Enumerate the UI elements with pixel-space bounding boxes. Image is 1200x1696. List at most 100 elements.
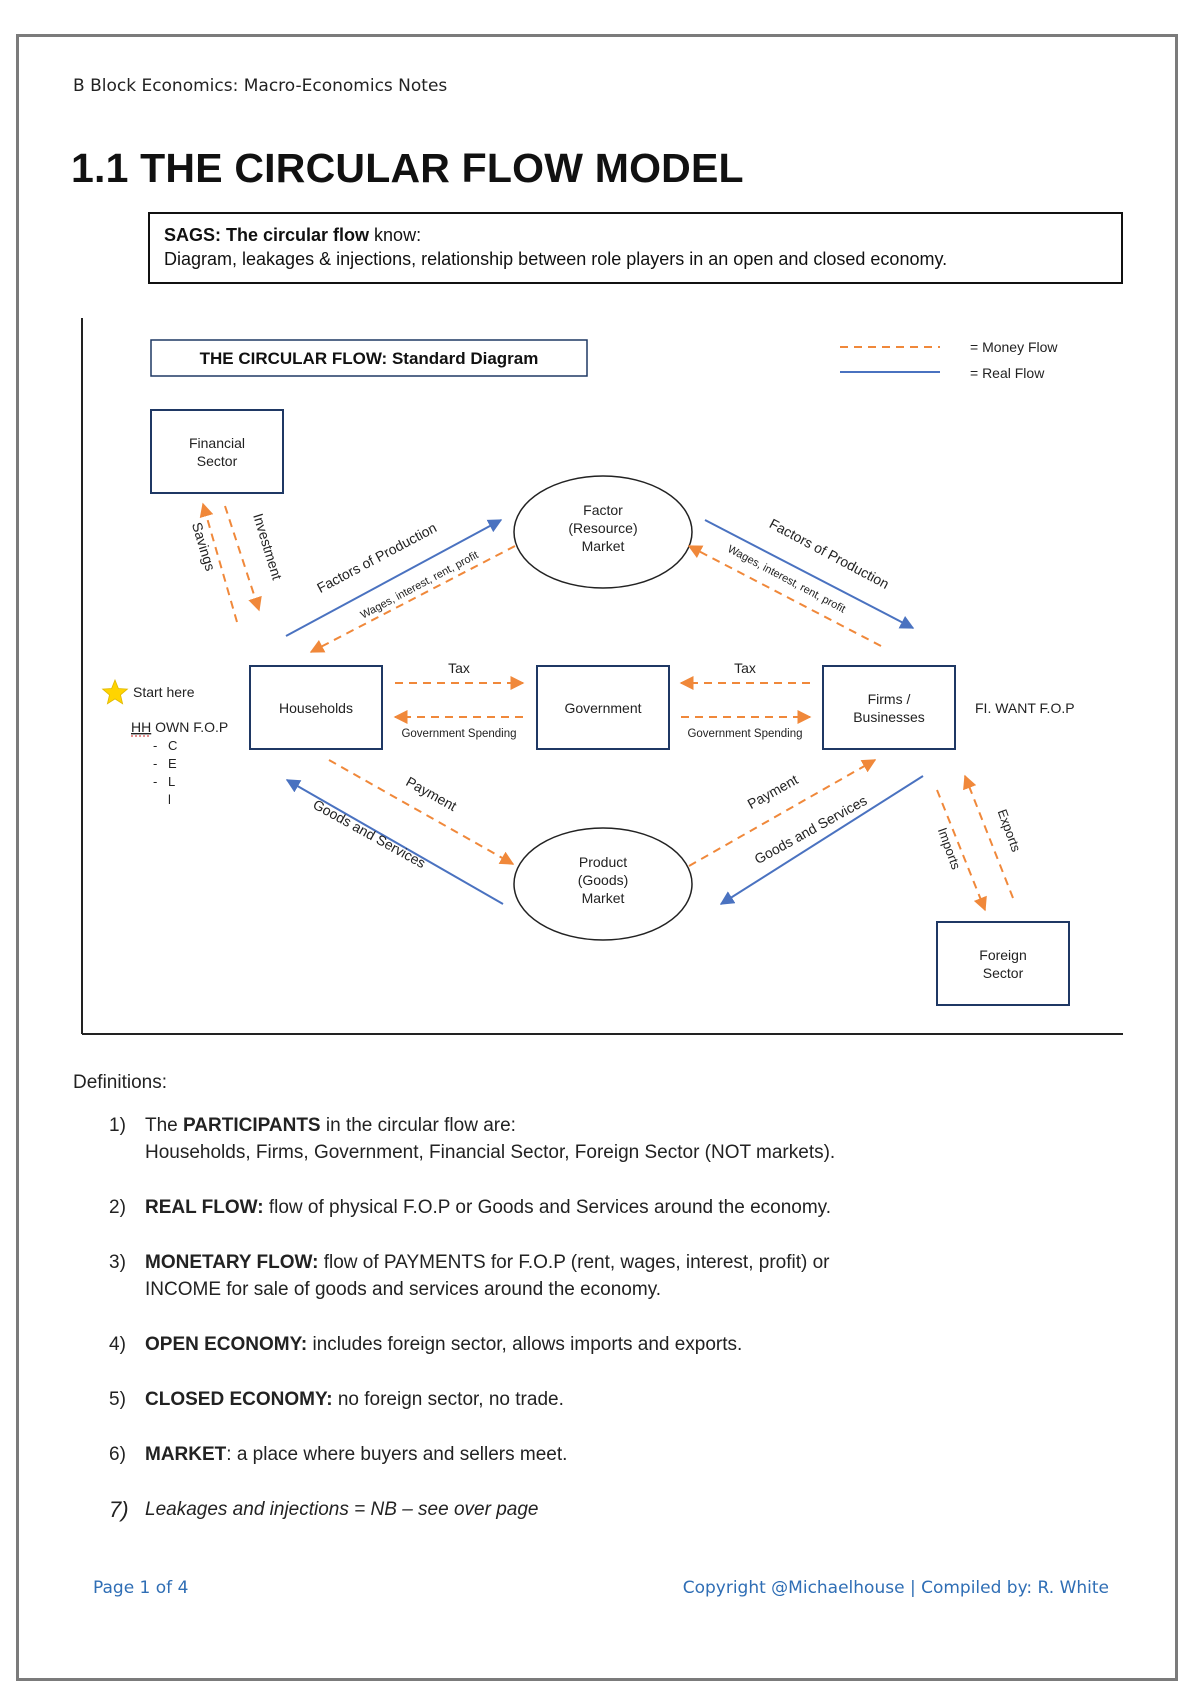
page-title: 1.1 THE CIRCULAR FLOW MODEL [71,145,744,191]
government-label: Government [564,700,641,716]
diagram-title: THE CIRCULAR FLOW: Standard Diagram [200,349,539,368]
definition-term: MARKET [145,1444,227,1465]
hh-abbrev: HH [131,719,151,735]
sags-line-2: Diagram, leakages & injections, relation… [164,249,948,269]
sags-know: know: [369,225,422,245]
definition-text: no foreign sector, no trade. [332,1389,564,1410]
definition-item: 6) MARKET: a place where buyers and sell… [73,1441,1123,1468]
start-here-label: Start here [133,684,195,700]
goods-right-label: Goods and Services [752,792,870,867]
payment-right-label: Payment [745,771,801,812]
savings-arrow [199,502,238,623]
star-icon [101,678,129,705]
goods-left-label: Goods and Services [310,796,428,871]
definitions-list: 1) The PARTICIPANTS in the circular flow… [73,1112,1123,1523]
households-label: Households [279,700,353,716]
definition-text: includes foreign sector, allows imports … [307,1334,743,1355]
legend-money-label: = Money Flow [970,339,1058,355]
definition-number: 1) [109,1115,126,1136]
product-market-label-1: Product [579,854,627,870]
payment-left-label: Payment [403,773,459,814]
exports-label: Exports [995,807,1024,854]
circular-flow-diagram: THE CIRCULAR FLOW: Standard Diagram = Mo… [81,318,1123,1035]
definition-text-line2: Households, Firms, Government, Financial… [145,1142,836,1163]
fop-letter-e: E [168,756,177,771]
definition-item: 3) MONETARY FLOW: flow of PAYMENTS for F… [73,1249,1123,1303]
definition-term: PARTICIPANTS [183,1115,321,1136]
wages-left-arrow [309,545,516,653]
foreign-sector-box [936,921,1070,1006]
running-header: B Block Economics: Macro-Economics Notes [73,76,448,96]
exports-arrow [963,774,1014,899]
definition-term: MONETARY FLOW: [145,1252,319,1273]
sags-label: SAGS: The circular flow [164,225,370,245]
definition-item: 2) REAL FLOW: flow of physical F.O.P or … [73,1194,1123,1221]
definitions: Definitions: 1) The PARTICIPANTS in the … [73,1072,1123,1551]
product-market-label-2: (Goods) [578,872,629,888]
foreign-sector-label-1: Foreign [979,947,1026,963]
fop-letter-l: L [168,774,175,789]
factor-market-label-3: Market [582,538,625,554]
diagram-title-box [150,339,588,377]
page-number: Page 1 of 4 [93,1578,189,1598]
fop-bullet-3: - [153,774,157,789]
definition-term: REAL FLOW: [145,1197,264,1218]
definition-term: OPEN ECONOMY: [145,1334,308,1355]
product-market-ellipse [513,827,693,941]
tax-right-label: Tax [734,660,756,676]
households-box [249,665,383,750]
goods-left-arrow [285,779,504,905]
firms-box [822,665,956,750]
definition-text: flow of PAYMENTS for F.O.P (rent, wages,… [318,1252,830,1273]
firms-label-1: Firms / [868,691,911,707]
foreign-sector-label-2: Sector [983,965,1024,981]
page-border [16,34,1178,1681]
definition-number: 4) [109,1334,126,1355]
definition-number: 5) [109,1389,126,1410]
factor-market-ellipse [513,475,693,589]
fop-right-arrow [704,519,915,629]
definition-number: 7) [109,1497,129,1522]
government-box [536,665,670,750]
hh-own-fop: HH OWN F.O.P [131,719,228,735]
definition-item: 4) OPEN ECONOMY: includes foreign sector… [73,1331,1123,1358]
definition-number: 3) [109,1252,126,1273]
definition-item: 5) CLOSED ECONOMY: no foreign sector, no… [73,1386,1123,1413]
factor-market-label-1: Factor [583,502,623,518]
fop-left-arrow [285,519,503,637]
product-market-label-3: Market [582,890,625,906]
factor-market-label-2: (Resource) [568,520,637,536]
payment-right-arrow [688,759,877,867]
definition-text: flow of physical F.O.P or Goods and Serv… [263,1197,832,1218]
fop-bullet-2: - [153,756,157,771]
fop-letter-c: C [168,738,177,753]
goods-right-arrow [719,775,924,905]
savings-label: Savings [189,520,219,572]
definitions-heading: Definitions: [73,1072,167,1093]
footer-copyright: Copyright @Michaelhouse | Compiled by: R… [682,1578,1109,1598]
legend-real-label: = Real Flow [970,365,1045,381]
definition-text: Leakages and injections = NB – see over … [145,1499,539,1520]
payment-left-arrow [328,759,515,865]
definition-item: 7) Leakages and injections = NB – see ov… [73,1496,1123,1523]
fop-letter-i: l [168,792,171,807]
definition-item: 1) The PARTICIPANTS in the circular flow… [73,1112,1123,1166]
financial-sector-box [150,409,284,494]
hh-own-text: OWN F.O.P [151,719,228,735]
financial-sector-label-1: Financial [189,435,245,451]
investment-arrow [224,505,262,612]
investment-label: Investment [250,511,285,581]
fop-bullet-1: - [153,738,157,753]
tax-left-label: Tax [448,660,470,676]
gov-spending-right-label: Government Spending [687,728,802,740]
sags-box: SAGS: The circular flow know: Diagram, l… [148,212,1123,284]
imports-arrow [936,789,987,912]
gov-spending-left-label: Government Spending [401,728,516,740]
definition-text-line2: INCOME for sale of goods and services ar… [145,1279,662,1300]
firms-label-2: Businesses [853,709,925,725]
financial-sector-label-2: Sector [197,453,238,469]
fi-want-fop: FI. WANT F.O.P [975,700,1075,716]
definition-term: CLOSED ECONOMY: [145,1389,333,1410]
definition-pre: The [145,1115,184,1136]
definition-text: : a place where buyers and sellers meet. [226,1444,568,1465]
